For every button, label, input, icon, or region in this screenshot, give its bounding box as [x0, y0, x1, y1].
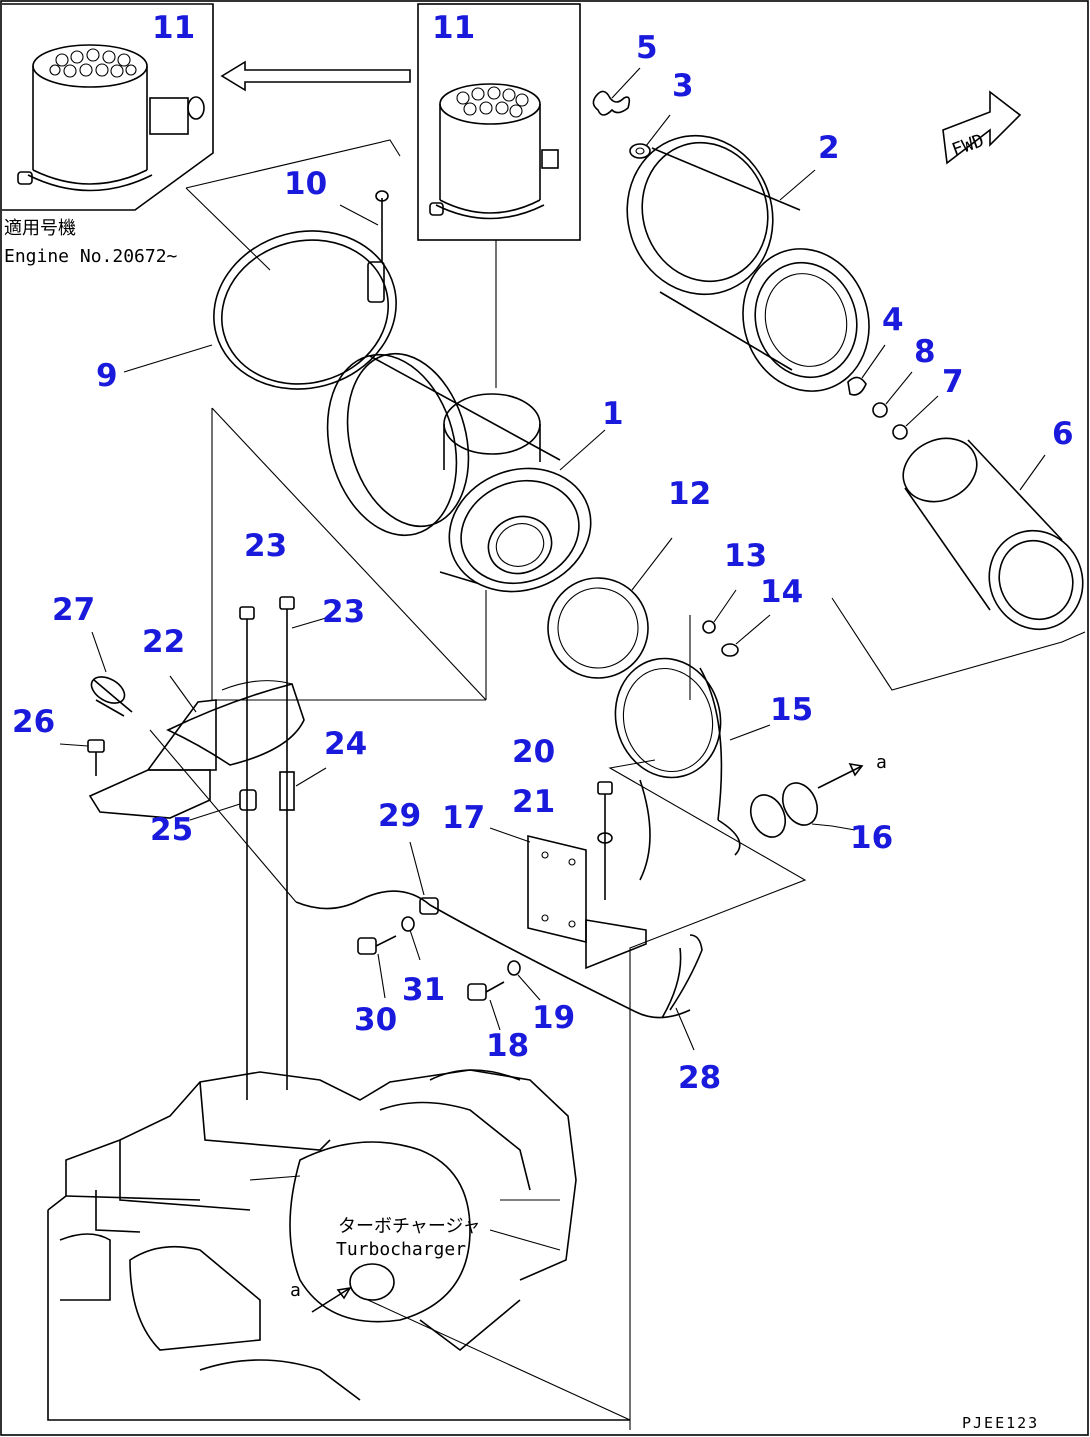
- bracket-part: [489, 827, 647, 970]
- callout-16: 16: [850, 820, 893, 856]
- callout-1: 1: [602, 396, 624, 432]
- callout-24: 24: [324, 726, 367, 762]
- callout-5: 5: [636, 30, 658, 66]
- tube-part: [295, 841, 691, 1019]
- callout-28: 28: [678, 1060, 721, 1096]
- indicator-bolt-part: [59, 739, 105, 776]
- bracket-washer-upper-part: [597, 832, 613, 844]
- clamp-band-part: [123, 190, 397, 390]
- leader-band: [185, 139, 401, 189]
- outer-element-part: [626, 134, 870, 392]
- tube-washer-part: [401, 916, 421, 961]
- callout-20: 20: [512, 734, 555, 770]
- serial-note-jp: 適用号機: [4, 218, 76, 239]
- callout-15: 15: [770, 692, 813, 728]
- marker-a-lower: a: [290, 1280, 301, 1301]
- callout-13: 13: [724, 538, 767, 574]
- drawing-code: PJEE123: [962, 1414, 1039, 1432]
- mounting-bolt-left-part: [239, 606, 255, 1100]
- precleaner-inset-part: [17, 44, 205, 192]
- callout-30: 30: [354, 1002, 397, 1038]
- variant-arrow: [220, 60, 411, 92]
- collar-part: [189, 789, 257, 821]
- inner-element-part: [831, 437, 1086, 691]
- turbo-label-jp: ターボチャージャ: [338, 1216, 481, 1237]
- callout-6: 6: [1052, 416, 1074, 452]
- seal-part: [872, 371, 913, 418]
- callout-21: 21: [512, 784, 555, 820]
- callout-23-right: 23: [322, 594, 365, 630]
- bracket-washer-lower-part: [507, 960, 541, 1001]
- callout-11-main: 11: [432, 10, 475, 46]
- wing-nut-part: [592, 67, 641, 116]
- washer-part: [629, 114, 671, 159]
- callout-group: 11 11 5 3 2 10 9 4 8 7 1 6 12 13 14 23 2…: [12, 10, 1074, 1096]
- elbow-part: [608, 615, 807, 1430]
- engine-part: a ターボチャージャ Turbocharger: [47, 1069, 631, 1421]
- leader-band-2: [185, 187, 271, 271]
- callout-25: 25: [150, 812, 193, 848]
- indicator-tube-line: [149, 729, 297, 903]
- serial-note-en: Engine No.20672~: [4, 246, 178, 267]
- callout-11-inset: 11: [152, 10, 195, 46]
- callout-19: 19: [532, 1000, 575, 1036]
- callout-3: 3: [672, 68, 694, 104]
- callout-26: 26: [12, 704, 55, 740]
- variant-inset: 適用号機 Engine No.20672~: [2, 3, 214, 267]
- callout-23-left: 23: [244, 528, 287, 564]
- marker-a-upper: a: [876, 752, 887, 773]
- bracket-bolt-upper-part: [597, 781, 613, 900]
- indicator-bracket-part: [88, 675, 217, 819]
- callout-14: 14: [760, 574, 803, 610]
- callout-22: 22: [142, 624, 185, 660]
- fwd-label: FWD: [949, 130, 987, 161]
- callout-29: 29: [378, 798, 421, 834]
- forward-direction-arrow: FWD: [942, 90, 1022, 165]
- callout-12: 12: [668, 476, 711, 512]
- spacer-part: [279, 767, 327, 811]
- dust-indicator-part: [90, 631, 133, 717]
- callout-31: 31: [402, 972, 445, 1008]
- gasket-part: [547, 537, 673, 679]
- element-nut-part: [847, 344, 886, 396]
- callout-4: 4: [882, 302, 904, 338]
- air-cleaner-body-part: [211, 352, 606, 701]
- breather-hose-part: [661, 934, 703, 1051]
- elbow-bolt-part: [702, 589, 737, 634]
- callout-2: 2: [818, 130, 840, 166]
- turbo-label-en: Turbocharger: [336, 1239, 466, 1260]
- tube-bolt-part: [357, 935, 397, 999]
- callout-9: 9: [96, 358, 118, 394]
- callout-17: 17: [442, 800, 485, 836]
- callout-10: 10: [284, 166, 327, 202]
- callout-8: 8: [914, 334, 936, 370]
- callout-7: 7: [942, 364, 964, 400]
- callout-18: 18: [486, 1028, 529, 1064]
- bracket-bolt-lower-part: [467, 981, 505, 1031]
- hose-pair-part: a: [749, 752, 887, 838]
- washer-small-part: [892, 395, 939, 440]
- mounting-bolt-right-part: [279, 596, 327, 1090]
- cover-plate-part: [166, 680, 305, 766]
- elbow-washer-part: [721, 614, 771, 657]
- callout-27: 27: [52, 592, 95, 628]
- precleaner-inset: [417, 3, 581, 388]
